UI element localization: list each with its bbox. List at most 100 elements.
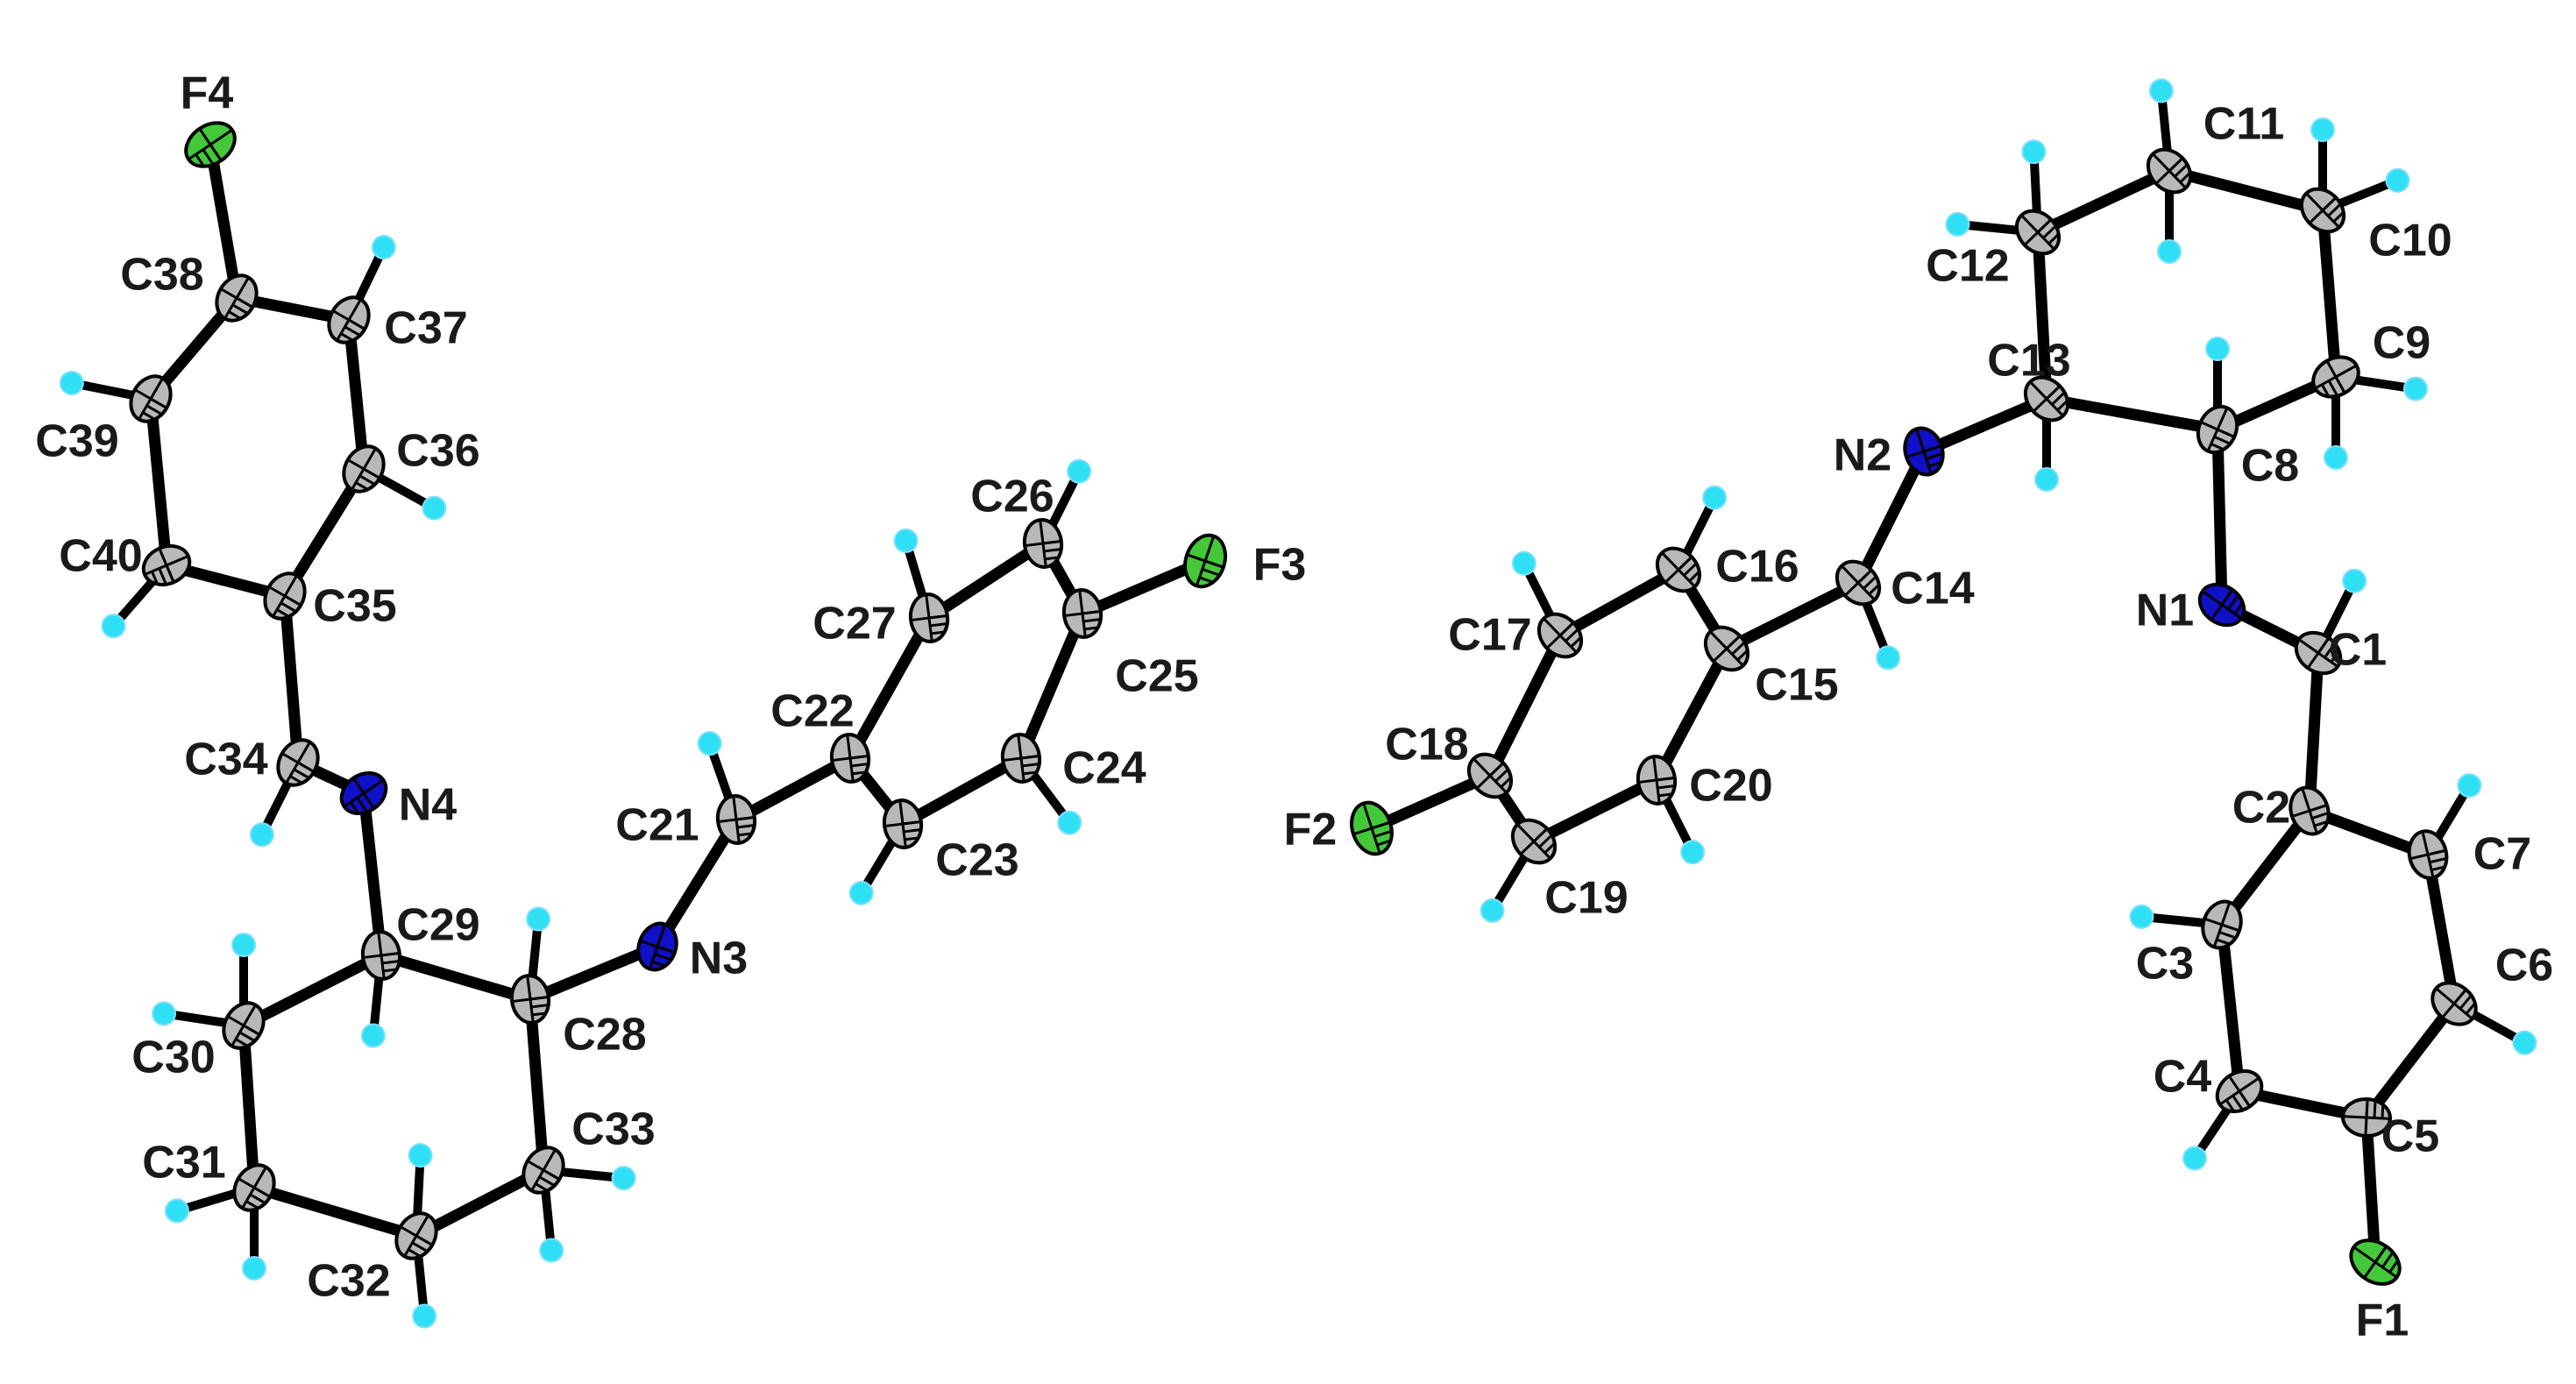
hydrogen-atom-c16-1 bbox=[1702, 485, 1728, 510]
hydrogen-atom-c21-1 bbox=[697, 731, 722, 756]
atom-label-c27: C27 bbox=[813, 599, 896, 649]
atom-label-c20: C20 bbox=[1689, 761, 1772, 812]
atom-label-c13: C13 bbox=[1987, 336, 2070, 387]
atom-label-c19: C19 bbox=[1544, 873, 1628, 924]
hydrogen-atom-c12-2 bbox=[2021, 139, 2047, 165]
atom-label-c22: C22 bbox=[770, 686, 854, 737]
hydrogen-atom-c14-1 bbox=[1876, 645, 1901, 671]
hydrogen-atom-c9-2 bbox=[2324, 445, 2348, 470]
bond-c16-c17 bbox=[1554, 564, 1685, 642]
hydrogen-atom-c10-2 bbox=[2310, 117, 2335, 142]
bond-c8-c13 bbox=[2040, 393, 2224, 436]
atom-c16 bbox=[1655, 546, 1702, 593]
bond-c35-c34 bbox=[279, 590, 304, 769]
atom-c30 bbox=[222, 1001, 266, 1050]
hydrogen-atom-c13-1 bbox=[2034, 467, 2059, 492]
atom-c25 bbox=[1061, 588, 1103, 639]
atom-label-c35: C35 bbox=[313, 581, 396, 632]
atom-label-c3: C3 bbox=[2136, 939, 2194, 990]
atom-c4 bbox=[2215, 1068, 2264, 1114]
atom-label-c9: C9 bbox=[2373, 318, 2431, 369]
hydrogen-atom-c34-1 bbox=[249, 822, 274, 848]
atom-label-c33: C33 bbox=[571, 1104, 655, 1155]
bond-c17-c18 bbox=[1484, 629, 1566, 782]
hydrogen-atom-c40-1 bbox=[101, 614, 126, 639]
atom-c14 bbox=[1834, 559, 1882, 607]
bond-c1-c2 bbox=[2303, 647, 2324, 817]
atom-label-c12: C12 bbox=[1926, 241, 2009, 292]
atom-label-c2: C2 bbox=[2232, 783, 2290, 834]
atom-label-f1: F1 bbox=[2356, 1295, 2409, 1346]
atom-c1 bbox=[2294, 630, 2343, 676]
bond-n4-c29 bbox=[358, 787, 387, 962]
atom-label-c32: C32 bbox=[307, 1256, 390, 1307]
bond-n2-c14 bbox=[1852, 445, 1930, 589]
atom-label-c34: C34 bbox=[184, 735, 267, 785]
bond-f4-c38 bbox=[204, 138, 243, 304]
hydrogen-atom-c11-1 bbox=[2148, 78, 2174, 103]
atom-label-c26: C26 bbox=[970, 472, 1054, 522]
atom-label-c17: C17 bbox=[1448, 610, 1531, 661]
bond-c5-f1 bbox=[2360, 1111, 2381, 1268]
hydrogen-atom-c6-1 bbox=[2512, 1030, 2537, 1055]
hydrogen-atom-c28-1 bbox=[526, 906, 551, 932]
hydrogen-atom-c3-1 bbox=[2129, 904, 2154, 929]
bond-c11-c12 bbox=[2032, 165, 2175, 238]
bond-c29-c30 bbox=[238, 949, 387, 1032]
atom-c32 bbox=[394, 1211, 438, 1260]
atom-label-c23: C23 bbox=[935, 835, 1018, 886]
atom-label-c18: C18 bbox=[1385, 720, 1468, 770]
atom-c26 bbox=[1022, 518, 1064, 569]
atom-layer bbox=[129, 121, 2478, 1286]
hydrogen-atom-c31-1 bbox=[164, 1198, 189, 1224]
atom-label-c36: C36 bbox=[396, 426, 479, 477]
hydrogen-atom-c11-2 bbox=[2157, 239, 2182, 264]
atom-label-c39: C39 bbox=[35, 416, 118, 467]
atom-label-n3: N3 bbox=[690, 933, 748, 984]
atom-label-c37: C37 bbox=[384, 303, 467, 354]
atom-label-n2: N2 bbox=[1834, 430, 1891, 481]
atom-c21 bbox=[715, 794, 757, 845]
hydrogen-atom-c4-1 bbox=[2182, 1146, 2207, 1171]
hydrogen-atom-c23-1 bbox=[848, 880, 874, 905]
bond-c28-n3 bbox=[524, 940, 664, 1005]
atom-label-c40: C40 bbox=[59, 531, 142, 582]
atom-c27 bbox=[908, 593, 950, 643]
hydrogen-atom-c12-1 bbox=[1945, 211, 1970, 237]
hydrogen-atom-c9-1 bbox=[2402, 376, 2428, 401]
hydrogen-atom-c17-1 bbox=[1511, 550, 1536, 576]
bond-c13-n2 bbox=[1918, 393, 2053, 458]
atom-c39 bbox=[129, 374, 173, 423]
bond-c6-c5 bbox=[2360, 997, 2460, 1124]
atom-label-c15: C15 bbox=[1755, 660, 1838, 711]
bond-c33-c28 bbox=[524, 993, 550, 1176]
bond-c19-c20 bbox=[1528, 774, 1663, 848]
atom-label-c38: C38 bbox=[120, 250, 203, 301]
atom-c12 bbox=[2014, 209, 2062, 256]
atom-label-c30: C30 bbox=[131, 1033, 215, 1083]
bond-c24-c23 bbox=[897, 752, 1027, 830]
atom-c37 bbox=[327, 295, 371, 344]
atom-c28 bbox=[509, 974, 551, 1025]
atom-label-c25: C25 bbox=[1115, 651, 1198, 702]
bond-c27-c26 bbox=[923, 537, 1049, 624]
atom-c17 bbox=[1536, 612, 1584, 659]
hydrogen-atom-c36-1 bbox=[422, 495, 447, 521]
bond-c37-c36 bbox=[343, 314, 370, 475]
bond-c30-c31 bbox=[238, 1019, 260, 1194]
bond-c22-c27 bbox=[844, 612, 935, 764]
hydrogen-atom-c26-1 bbox=[1067, 458, 1092, 484]
atom-n1 bbox=[2197, 582, 2246, 628]
atom-label-n4: N4 bbox=[399, 780, 458, 831]
atom-label-c7: C7 bbox=[2473, 829, 2531, 880]
atom-label-c4: C4 bbox=[2154, 1052, 2212, 1103]
atom-label-c11: C11 bbox=[2203, 99, 2285, 150]
hydrogen-atom-c19-1 bbox=[1480, 898, 1505, 923]
atom-label-n1: N1 bbox=[2136, 586, 2194, 636]
atom-c7 bbox=[2407, 829, 2449, 880]
atom-label-f4: F4 bbox=[181, 68, 234, 119]
atom-label-c24: C24 bbox=[1062, 743, 1146, 794]
atom-c8 bbox=[2196, 404, 2239, 455]
hydrogen-atom-c29-1 bbox=[360, 1023, 386, 1048]
